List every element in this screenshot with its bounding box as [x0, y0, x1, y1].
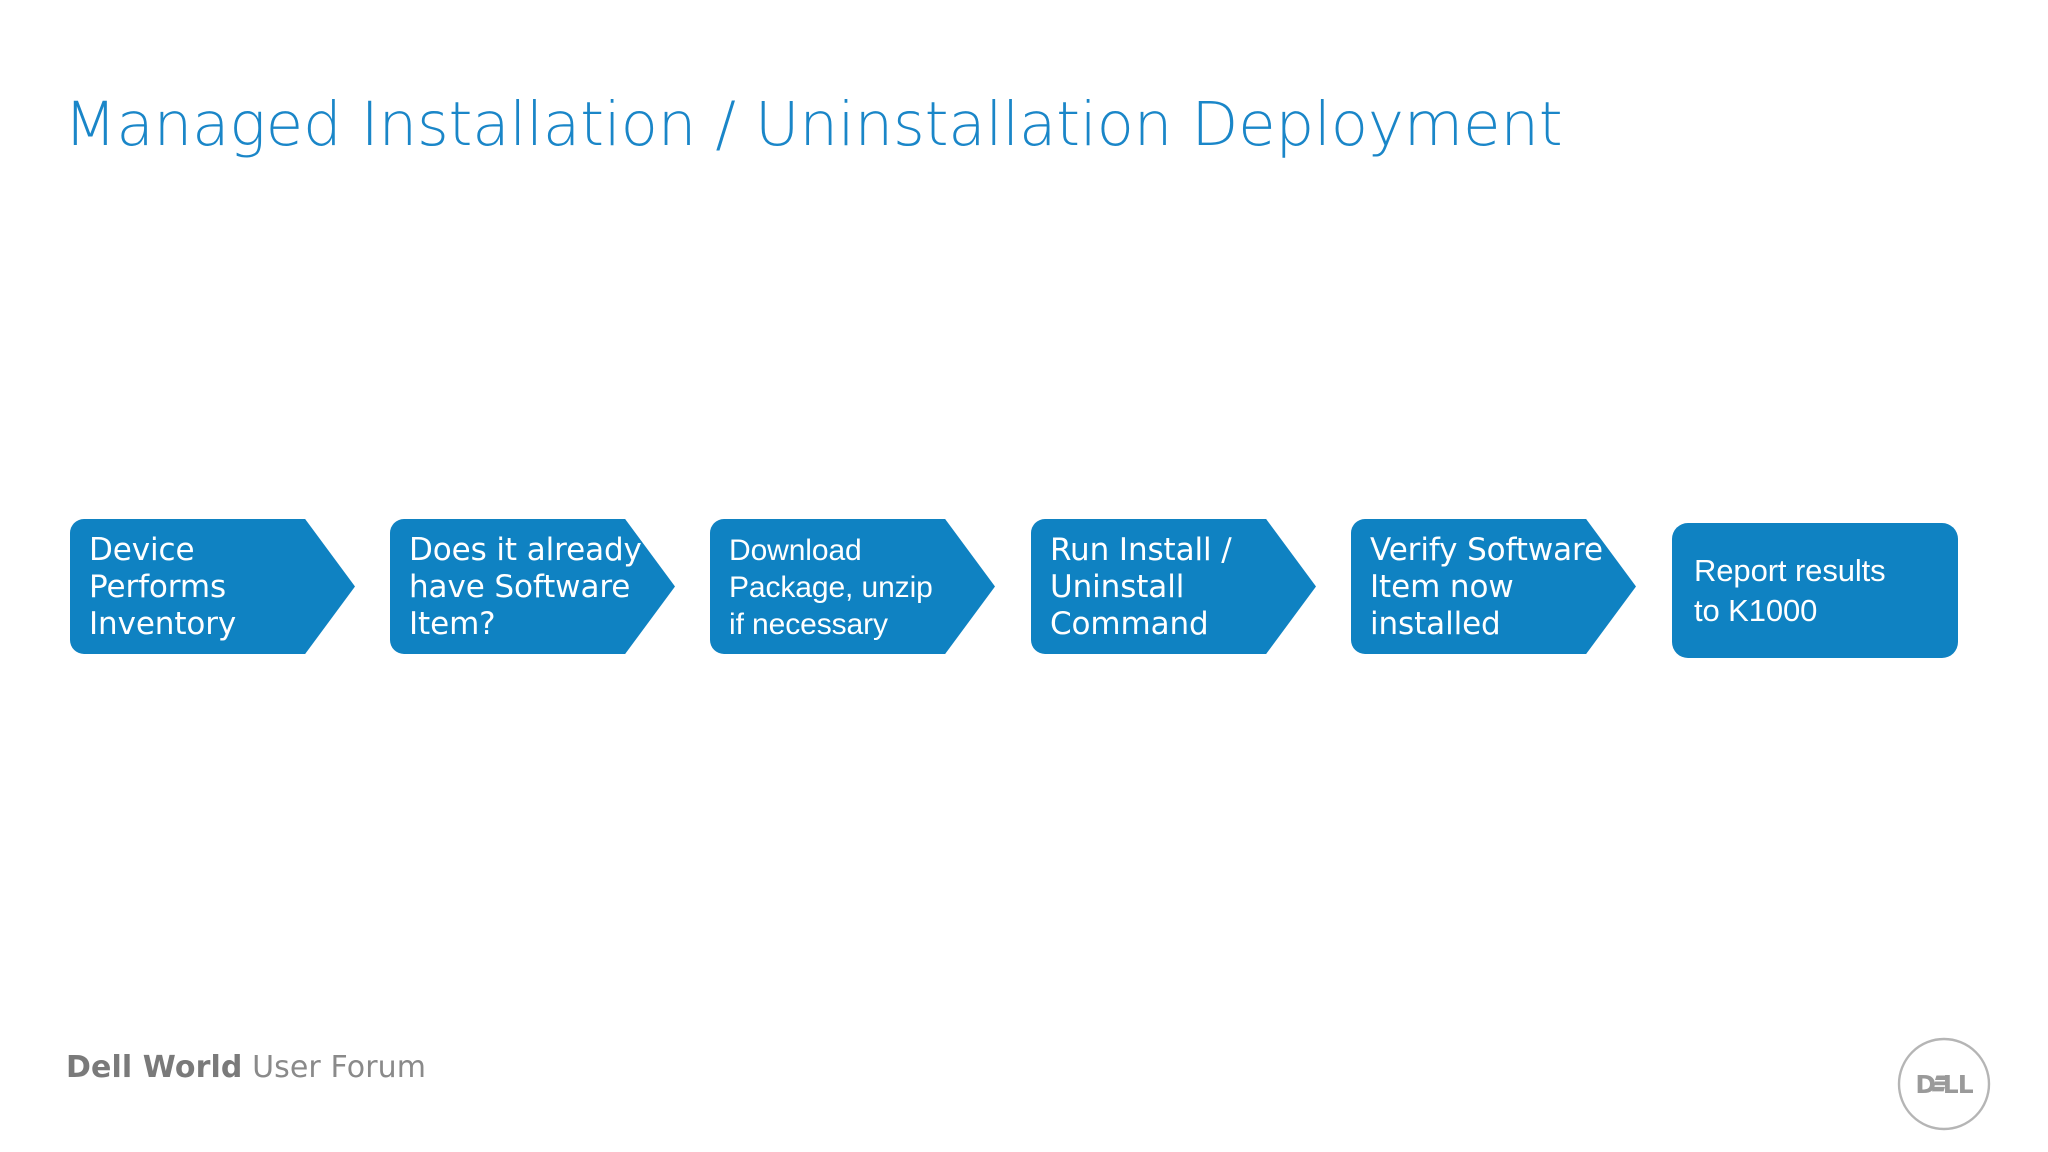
- footer-brand: Dell World User Forum: [66, 1050, 426, 1085]
- footer-brand-strong: Dell World: [66, 1050, 243, 1085]
- process-flow-diagram: Device Performs Inventory Does it alread…: [0, 519, 2048, 659]
- flow-step-5-label: Verify Software Item now installed: [1370, 532, 1603, 642]
- flow-step-5: Verify Software Item now installed: [1351, 519, 1636, 654]
- flow-step-3: Download Package, unzip if necessary: [710, 519, 995, 654]
- flow-step-4: Run Install / Uninstall Command: [1031, 519, 1316, 654]
- dell-logo: D LL: [1896, 1036, 1992, 1132]
- flow-step-2-label: Does it already have Software Item?: [409, 532, 642, 642]
- flow-step-2: Does it already have Software Item?: [390, 519, 675, 654]
- flow-step-1-label: Device Performs Inventory: [89, 532, 237, 642]
- flow-step-6: Report results to K1000: [1672, 523, 1958, 658]
- flow-step-4-label: Run Install / Uninstall Command: [1050, 532, 1232, 642]
- page-title: Managed Installation / Uninstallation De…: [64, 88, 1563, 160]
- flow-step-1: Device Performs Inventory: [70, 519, 355, 654]
- footer-brand-light: User Forum: [242, 1050, 427, 1085]
- flow-step-6-label: Report results to K1000: [1694, 552, 1886, 628]
- flow-step-3-label: Download Package, unzip if necessary: [729, 534, 933, 641]
